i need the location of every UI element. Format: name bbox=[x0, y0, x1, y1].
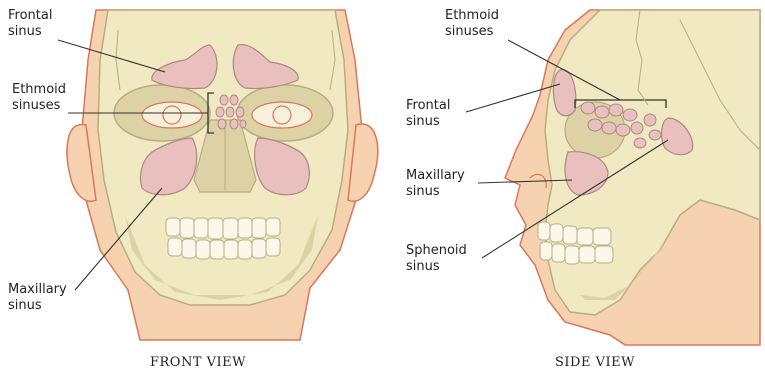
caption-front-view: FRONT VIEW bbox=[150, 355, 246, 370]
front-view bbox=[58, 10, 378, 340]
label-side-frontal-sinus: Frontal sinus bbox=[406, 98, 450, 130]
front-upper-teeth bbox=[166, 218, 280, 239]
side-view bbox=[466, 10, 760, 345]
label-side-sphenoid-sinus: Sphenoid sinus bbox=[406, 243, 467, 275]
label-side-maxillary-sinus: Maxillary sinus bbox=[406, 168, 465, 200]
label-front-frontal-sinus: Frontal sinus bbox=[8, 8, 52, 40]
label-front-maxillary-sinus: Maxillary sinus bbox=[8, 282, 67, 314]
caption-side-view: SIDE VIEW bbox=[555, 355, 635, 370]
label-side-ethmoid-sinuses: Ethmoid sinuses bbox=[445, 8, 499, 40]
label-front-ethmoid-sinuses: Ethmoid sinuses bbox=[12, 82, 66, 114]
